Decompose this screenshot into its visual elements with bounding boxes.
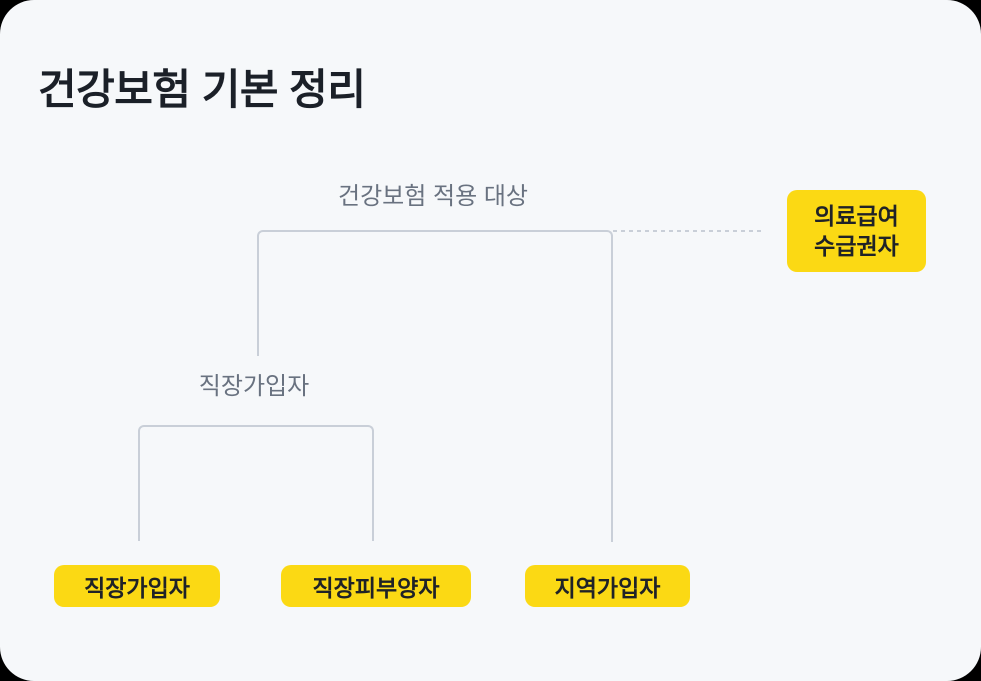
connector-dashed-medical-aid (613, 230, 763, 232)
tree-label-root: 건강보험 적용 대상 (338, 183, 528, 210)
badge-regional-subscriber[interactable]: 지역가입자 (525, 565, 690, 607)
badge-medical-aid-line1: 의료급여 (814, 202, 899, 229)
badge-medical-aid-line2: 수급권자 (814, 233, 899, 259)
badge-employee-dependent[interactable]: 직장피부양자 (281, 565, 471, 607)
tree-label-employee-branch: 직장가입자 (198, 373, 310, 400)
badge-employee-subscriber[interactable]: 직장가입자 (54, 565, 220, 607)
connector-bracket-employee (138, 425, 374, 541)
connector-bracket-root (257, 230, 613, 542)
page-title: 건강보험 기본 정리 (38, 66, 366, 113)
badge-medical-aid[interactable]: 의료급여 수급권자 (787, 190, 926, 272)
connector-leg-regional (611, 356, 613, 542)
